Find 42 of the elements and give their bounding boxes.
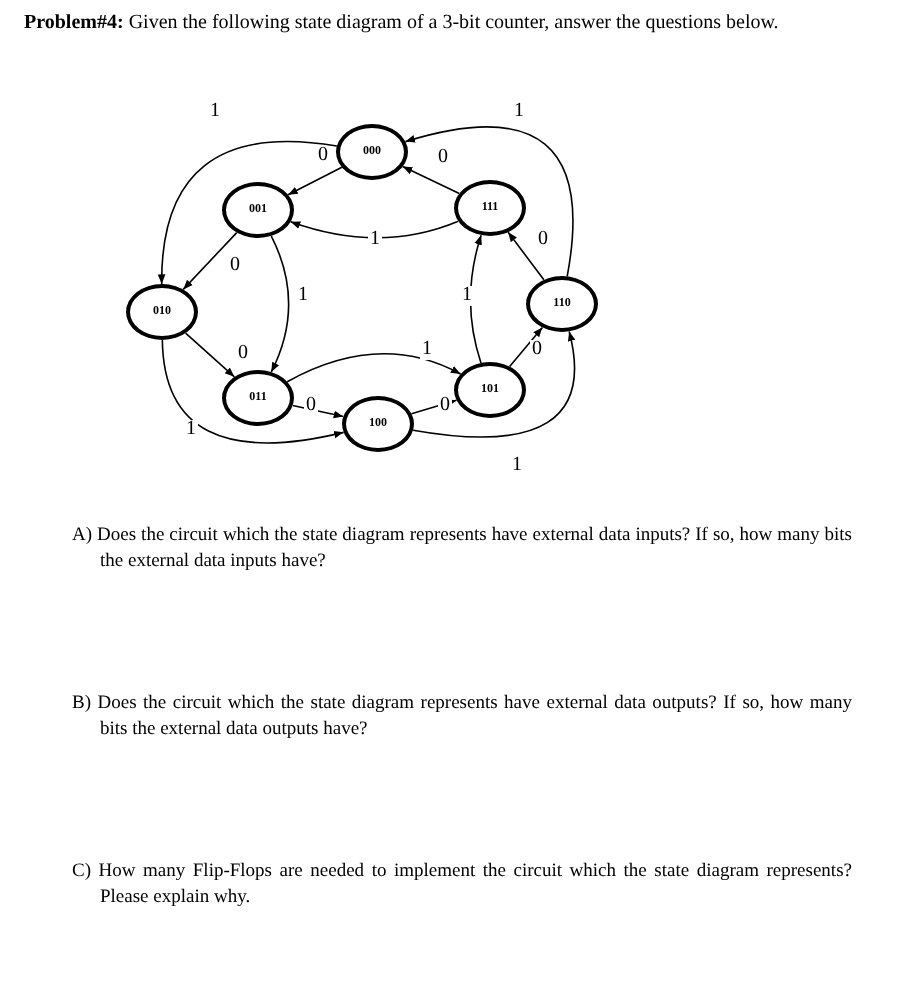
state-circle — [526, 276, 598, 332]
edge-label: 1 — [512, 102, 526, 122]
edge-label: 0 — [316, 146, 330, 166]
edge-label: 1 — [208, 102, 222, 122]
state-circle — [336, 124, 408, 180]
transition-arrow — [158, 140, 338, 285]
state-circle — [454, 362, 526, 418]
state-circle — [126, 284, 198, 340]
transition-arrow — [412, 330, 576, 438]
edge-label: 0 — [228, 256, 242, 276]
question-text: A) Does the circuit which the state diagram represents have external data inputs? If so, how many bits the external data inputs have? — [72, 524, 852, 576]
edge-label: 1 — [510, 456, 524, 476]
transition-arrow — [161, 339, 345, 444]
transition-arrow — [286, 353, 462, 383]
transition-arrow — [287, 166, 343, 196]
state-circle — [454, 180, 526, 236]
edge-label: 0 — [530, 340, 544, 360]
state-circle — [342, 396, 414, 452]
transition-arrow — [270, 235, 290, 373]
edge-label: 1 — [368, 230, 382, 250]
transition-arrow — [289, 220, 460, 239]
edge-label: 1 — [296, 286, 310, 306]
question-text: C) How many Flip-Flops are needed to implement the circuit which the state diagram represents? Please explain why. — [72, 860, 852, 912]
edge-label: 0 — [438, 396, 452, 416]
transition-arrow — [508, 326, 544, 368]
state-circle — [222, 370, 294, 426]
edge-label: 1 — [420, 340, 434, 360]
transition-arrow — [182, 231, 238, 291]
edge-label: 0 — [436, 148, 450, 168]
question-text: B) Does the circuit which the state diagram represents have external data outputs? If so, how many bits the external data outputs have? — [72, 692, 852, 744]
transition-arrow — [404, 126, 574, 278]
transition-arrow — [507, 231, 545, 281]
problem-heading: Problem#4: Given the following state diagram of a 3-bit counter, answer the questions below. — [24, 12, 779, 34]
edge-label: 1 — [184, 420, 198, 440]
transition-arrow — [184, 332, 236, 378]
transition-arrow — [469, 234, 483, 364]
edge-label: 0 — [236, 344, 250, 364]
transition-arrow — [401, 165, 461, 195]
edge-label: 0 — [304, 396, 318, 416]
edge-label: 0 — [536, 230, 550, 250]
state-circle — [222, 182, 294, 238]
edge-label: 1 — [460, 286, 474, 306]
